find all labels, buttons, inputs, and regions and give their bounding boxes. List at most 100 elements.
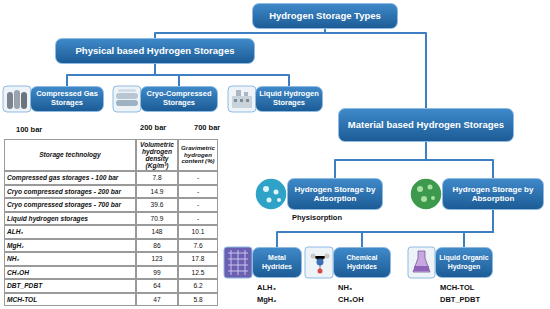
cell-text: NH₃ (7, 255, 133, 262)
cell-text: 12.5 (181, 269, 215, 276)
table-cell: 70.9 (136, 212, 178, 226)
metal-lattice-icon (224, 247, 252, 278)
box-text: Cryo-Compressed Storages (144, 90, 214, 107)
category-box: Chemical Hydrides (333, 247, 391, 278)
cell-text: 14.9 (139, 188, 175, 195)
compound-label: CH₃OH (338, 295, 364, 304)
table-cell: 10.1 (178, 225, 218, 239)
table-cell: Liquid hydrogen storages (4, 212, 136, 226)
cell-text: 10.1 (181, 228, 215, 235)
table-cell: 7.6 (178, 239, 218, 253)
compound-label: MgH₂ (257, 295, 277, 304)
cell-text: 99 (139, 269, 175, 276)
pressure-label: 100 bar (16, 125, 42, 134)
liquid-plant-icon (228, 86, 256, 112)
table-header: Gravimetric hydrogen content (%) (178, 139, 218, 171)
table-cell: NH₃ (4, 252, 136, 266)
compound-label: DBT_PDBT (440, 295, 480, 304)
table-cell: CH₃OH (4, 266, 136, 280)
cell-text: 86 (139, 242, 175, 249)
cell-text: 64 (139, 282, 175, 289)
cell-text: - (181, 201, 215, 208)
cell-text: 123 (139, 255, 175, 262)
box-text: Hydrogen Storage by Adsorption (291, 185, 379, 203)
box-text: Hydrogen Storage Types (256, 11, 394, 22)
cryo-tank-icon (113, 86, 141, 112)
table-cell: Cryo compressed storages - 200 bar (4, 185, 136, 199)
table-cell: Cryo compressed storages - 700 bar (4, 198, 136, 212)
category-box: Liquid Organic Hydrogen (435, 247, 493, 278)
tree-connector (362, 210, 493, 247)
table-cell: 7.8 (136, 171, 178, 185)
box-text: Physical based Hydrogen Storages (59, 46, 251, 57)
table-cell: 14.9 (136, 185, 178, 199)
box-text: Chemical Hydrides (337, 254, 387, 270)
pressure-label: 700 bar (194, 123, 220, 132)
table-cell: 6.2 (178, 279, 218, 293)
cell-text: 148 (139, 228, 175, 235)
category-box: Compressed Gas Storages (30, 86, 104, 112)
cell-text: MCH-TOL (7, 296, 133, 303)
cell-text: Liquid hydrogen storages (7, 215, 133, 222)
table-cell: Compressed gas storages - 100 bar (4, 171, 136, 185)
table-cell: 12.5 (178, 266, 218, 280)
cell-text: - (181, 188, 215, 195)
tree-connector (155, 29, 325, 38)
box-text: Hydrogen Storage by Absorption (446, 185, 540, 203)
table-cell: 148 (136, 225, 178, 239)
category-box: Material based Hydrogen Storages (338, 108, 514, 142)
table-cell: ALH₃ (4, 225, 136, 239)
table-cell: - (178, 198, 218, 212)
category-box: Cryo-Compressed Storages (140, 86, 218, 112)
box-text: Liquid Hydrogen Storages (259, 90, 319, 107)
cell-text: 6.2 (181, 282, 215, 289)
adsorption-icon (255, 178, 287, 210)
gas-cylinder-icon (3, 86, 31, 112)
box-text: Metal Hydrides (256, 254, 298, 270)
compound-label: ALH₃ (257, 283, 276, 292)
table-cell: 5.8 (178, 293, 218, 307)
tree-connector (277, 210, 493, 247)
tree-connector (426, 142, 493, 178)
category-box: Hydrogen Storage by Absorption (442, 178, 544, 210)
cell-text: 70.9 (139, 215, 175, 222)
cell-text: CH₃OH (7, 269, 133, 276)
cell-text: DBT_PDBT (7, 282, 133, 289)
cell-text: ALH₃ (7, 228, 133, 235)
tree-connector (335, 142, 426, 178)
table-cell: - (178, 171, 218, 185)
table-cell: - (178, 185, 218, 199)
header-text: Volumetric hydrogen density (Kg/m³) (139, 141, 175, 170)
cell-text: 7.8 (139, 174, 175, 181)
table-cell: MgH₂ (4, 239, 136, 253)
category-box: Hydrogen Storage Types (252, 3, 398, 29)
cell-text: Cryo compressed storages - 700 bar (7, 201, 133, 208)
compound-label: MCH-TOL (440, 283, 474, 292)
table-cell: 99 (136, 266, 178, 280)
category-box: Liquid Hydrogen Storages (255, 86, 323, 112)
pressure-label: 200 bar (140, 123, 166, 132)
cell-text: MgH₂ (7, 242, 133, 249)
table-cell: 86 (136, 239, 178, 253)
category-box: Physical based Hydrogen Storages (55, 38, 255, 64)
header-text: Gravimetric hydrogen content (%) (181, 145, 215, 165)
tree-connector (67, 64, 155, 86)
cell-text: - (181, 215, 215, 222)
molecule-icon (305, 247, 333, 278)
cell-text: Compressed gas storages - 100 bar (7, 174, 133, 181)
cell-text: 5.8 (181, 296, 215, 303)
table-cell: - (178, 212, 218, 226)
box-text: Compressed Gas Storages (34, 90, 100, 107)
table-header: Storage technology (4, 139, 136, 171)
compound-label: NH₃ (338, 283, 352, 292)
table-cell: 123 (136, 252, 178, 266)
flask-icon (408, 247, 435, 278)
table-cell: 39.6 (136, 198, 178, 212)
absorption-icon (410, 178, 442, 210)
cell-text: 39.6 (139, 201, 175, 208)
box-text: Liquid Organic Hydrogen (439, 254, 489, 270)
category-box: Metal Hydrides (252, 247, 302, 278)
cell-text: Cryo compressed storages - 200 bar (7, 188, 133, 195)
tree-connector (155, 64, 289, 86)
tree-connector (464, 210, 493, 247)
